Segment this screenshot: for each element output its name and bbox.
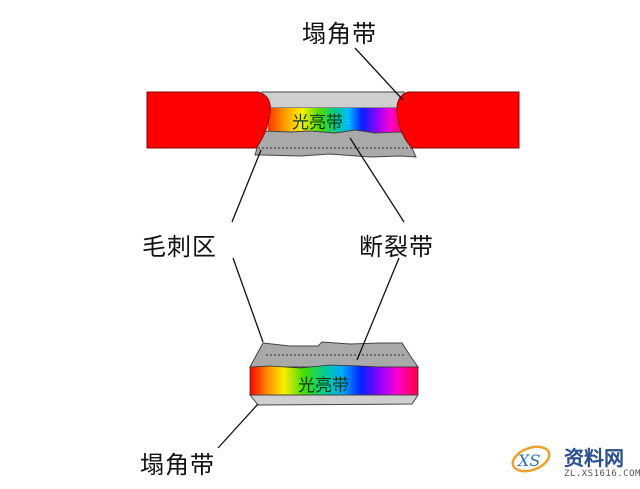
top-light-gray-zone: [261, 91, 405, 109]
watermark: XS 资料网 ZL.XS1616.COM: [508, 440, 640, 485]
label-bottom-rollover: 塌角带: [140, 451, 215, 479]
bottom-slug: [248, 341, 419, 406]
label-top-rollover: 塌角带: [302, 20, 377, 48]
xs-logo-icon: XS: [511, 445, 551, 473]
leader-burr-top: [231, 149, 262, 223]
label-fracture-zone: 断裂带: [359, 233, 434, 261]
top-left-red-sheet: [146, 91, 271, 149]
leader-bottom-rollover: [217, 403, 259, 449]
top-burnish-band: [268, 108, 402, 133]
leader-lines: [217, 47, 405, 449]
top-right-red-sheet: [396, 91, 520, 149]
leader-fracture-top: [349, 137, 405, 223]
watermark-url: ZL.XS1616.COM: [564, 469, 640, 479]
top-sheet: [146, 91, 520, 158]
leader-fracture-bottom: [356, 257, 400, 361]
leader-top-rollover: [354, 47, 404, 101]
label-top-burnish: 光亮带: [292, 113, 343, 133]
leader-burr-bottom: [232, 257, 264, 343]
top-fracture-zone: [254, 129, 417, 158]
label-bottom-burnish: 光亮带: [298, 376, 349, 396]
svg-text:XS: XS: [516, 451, 540, 470]
bottom-rollover-strip: [248, 394, 419, 406]
watermark-name: 资料网: [564, 446, 624, 470]
label-burr-zone: 毛刺区: [142, 233, 217, 261]
